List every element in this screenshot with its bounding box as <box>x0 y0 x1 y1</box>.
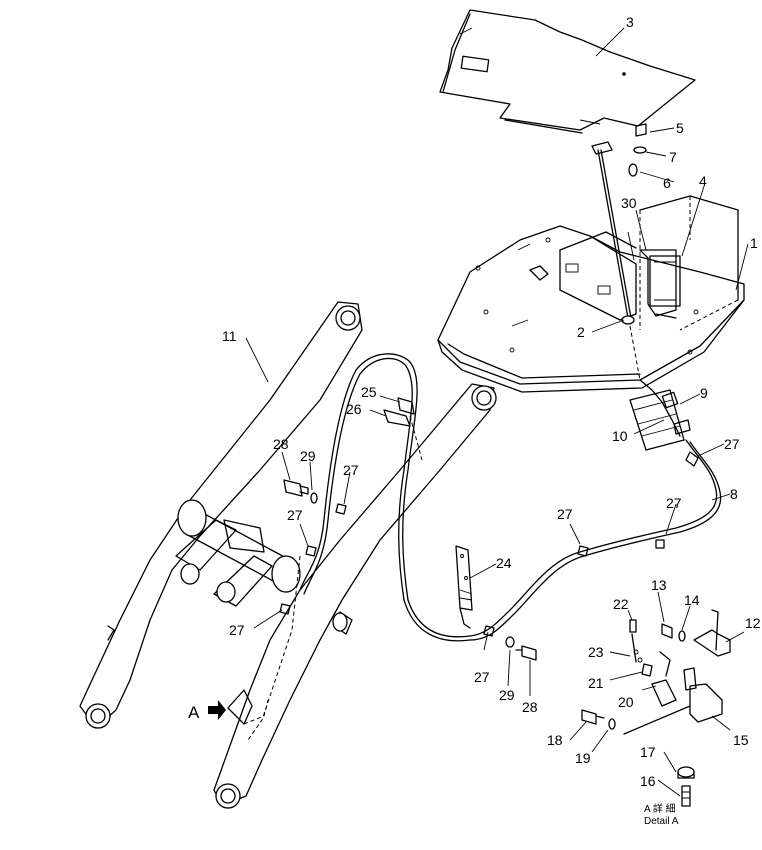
detail-a-locator <box>208 689 269 725</box>
label-part-27-a: 27 <box>724 436 740 452</box>
label-part-9: 9 <box>700 385 708 401</box>
label-part-8: 8 <box>730 486 738 502</box>
boom-arm-right-part <box>213 383 497 809</box>
label-part-2: 2 <box>577 324 585 340</box>
label-part-27-e: 27 <box>343 462 359 478</box>
label-part-15: 15 <box>733 732 749 748</box>
label-part-16: 16 <box>640 773 656 789</box>
cross-tube-part <box>175 415 423 741</box>
label-part-7: 7 <box>669 149 677 165</box>
floor-mat-part <box>439 9 696 134</box>
bolt-part-28-bottom <box>505 636 537 661</box>
label-part-28-a: 28 <box>273 436 289 452</box>
label-part-11: 11 <box>222 328 237 344</box>
label-part-12: 12 <box>745 615 761 631</box>
label-part-25: 25 <box>361 384 377 400</box>
label-part-27-f: 27 <box>287 507 303 523</box>
label-part-28-b: 28 <box>522 699 538 715</box>
lever-rod-part <box>591 123 677 381</box>
label-part-19: 19 <box>575 750 591 766</box>
label-part-27-b: 27 <box>666 495 682 511</box>
label-part-30: 30 <box>621 195 637 211</box>
label-part-10: 10 <box>612 428 628 444</box>
detail-caption-jp: A 詳 細 <box>644 802 676 815</box>
label-part-29-b: 29 <box>499 687 515 703</box>
label-part-17: 17 <box>640 744 656 760</box>
boom-arm-part <box>79 301 363 729</box>
label-part-6: 6 <box>663 175 671 191</box>
label-part-14: 14 <box>684 592 700 608</box>
label-part-20: 20 <box>618 694 634 710</box>
label-part-21: 21 <box>588 675 604 691</box>
detail-caption-en: Detail A <box>644 816 679 827</box>
label-part-24: 24 <box>496 555 512 571</box>
leader-lines <box>245 27 749 797</box>
label-part-4: 4 <box>699 173 707 189</box>
label-part-1: 1 <box>750 235 758 251</box>
label-part-27-c: 27 <box>557 506 573 522</box>
label-part-27-g: 27 <box>229 622 245 638</box>
detail-a-parts <box>581 609 731 807</box>
clip-part-25-26 <box>383 397 415 427</box>
label-part-23: 23 <box>588 644 604 660</box>
bracket-part-24 <box>455 545 473 629</box>
wire-harness-part <box>279 353 722 642</box>
label-part-27-d: 27 <box>474 669 490 685</box>
label-part-22: 22 <box>613 596 629 612</box>
label-part-13: 13 <box>651 577 667 593</box>
detail-a-arrow-letter: A <box>188 703 200 722</box>
switch-part <box>629 379 691 451</box>
floor-frame-part <box>437 195 745 393</box>
label-part-26: 26 <box>346 401 362 417</box>
bolt-part-28-top <box>283 479 318 504</box>
label-part-5: 5 <box>676 120 684 136</box>
label-part-3: 3 <box>626 14 634 30</box>
label-part-18: 18 <box>547 732 563 748</box>
label-part-29-a: 29 <box>300 448 316 464</box>
part-labels: 1 2 3 4 5 6 7 8 9 10 11 12 13 14 15 16 1… <box>222 14 761 789</box>
